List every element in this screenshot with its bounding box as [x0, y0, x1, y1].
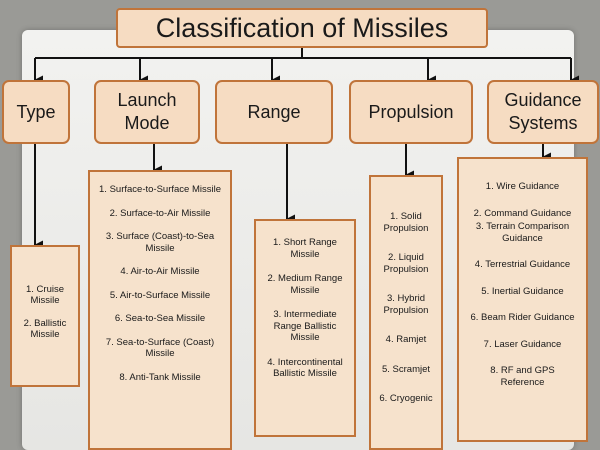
list-item-propulsion: 6. Cryogenic: [379, 393, 433, 404]
list-item-propulsion: 1. Solid Propulsion: [383, 211, 429, 234]
list-propulsion: 1. Solid Propulsion 2. Liquid Propulsion…: [369, 175, 443, 450]
list-item-guidance: 6. Beam Rider Guidance: [470, 312, 575, 323]
list-item-propulsion: 5. Scramjet: [381, 363, 431, 375]
list-item-launch-mode: 8. Anti-Tank Missile: [119, 371, 201, 383]
list-item-launch-mode: 2. Surface-to-Air Missile: [109, 207, 211, 219]
list-item-guidance: 2. Command Guidance: [473, 207, 572, 219]
list-item-range: 1. Short Range Missile: [273, 237, 337, 260]
list-item-guidance: 8. RF and GPS Reference: [490, 365, 555, 388]
list-item-launch-mode: 6. Sea-to-Sea Missile: [114, 313, 206, 324]
list-item-guidance: 7. Laser Guidance: [483, 338, 562, 350]
category-launch-mode: Launch Mode: [94, 80, 200, 144]
diagram-title: Classification of Missiles: [116, 8, 488, 48]
category-type: Type: [2, 80, 70, 144]
list-item-launch-mode: 7. Sea-to-Surface (Coast) Missile: [105, 336, 215, 360]
list-item-guidance: 3. Terrain Comparison Guidance: [475, 221, 570, 244]
list-item-propulsion: 3. Hybrid Propulsion: [383, 293, 429, 316]
list-item-propulsion: 4. Ramjet: [385, 334, 427, 345]
list-item-type: 1. Cruise Missile: [25, 283, 64, 307]
list-item-guidance: 4. Terrestrial Guidance: [474, 259, 571, 270]
list-item-guidance: 1. Wire Guidance: [485, 181, 560, 192]
list-type: 1. Cruise Missile 2. Ballistic Missile: [10, 245, 80, 387]
list-item-type: 2. Ballistic Missile: [23, 317, 67, 341]
list-range: 1. Short Range Missile 2. Medium Range M…: [254, 219, 356, 437]
list-item-launch-mode: 4. Air-to-Air Missile: [120, 266, 200, 277]
list-item-guidance: 5. Inertial Guidance: [481, 285, 564, 297]
list-item-propulsion: 2. Liquid Propulsion: [383, 252, 429, 275]
list-item-launch-mode: 3. Surface (Coast)-to-Sea Missile: [105, 231, 215, 254]
category-propulsion: Propulsion: [349, 80, 473, 144]
list-guidance-systems: 1. Wire Guidance 2. Command Guidance 3. …: [457, 157, 588, 442]
category-guidance-systems: Guidance Systems: [487, 80, 599, 144]
list-item-range: 2. Medium Range Missile: [267, 273, 343, 296]
category-range: Range: [215, 80, 333, 144]
list-item-range: 3. Intermediate Range Ballistic Missile: [273, 309, 337, 343]
list-item-launch-mode: 5. Air-to-Surface Missile: [109, 289, 211, 301]
list-item-range: 4. Intercontinental Ballistic Missile: [267, 356, 343, 380]
list-launch-mode: 1. Surface-to-Surface Missile 2. Surface…: [88, 170, 232, 450]
list-item-launch-mode: 1. Surface-to-Surface Missile: [99, 184, 221, 195]
